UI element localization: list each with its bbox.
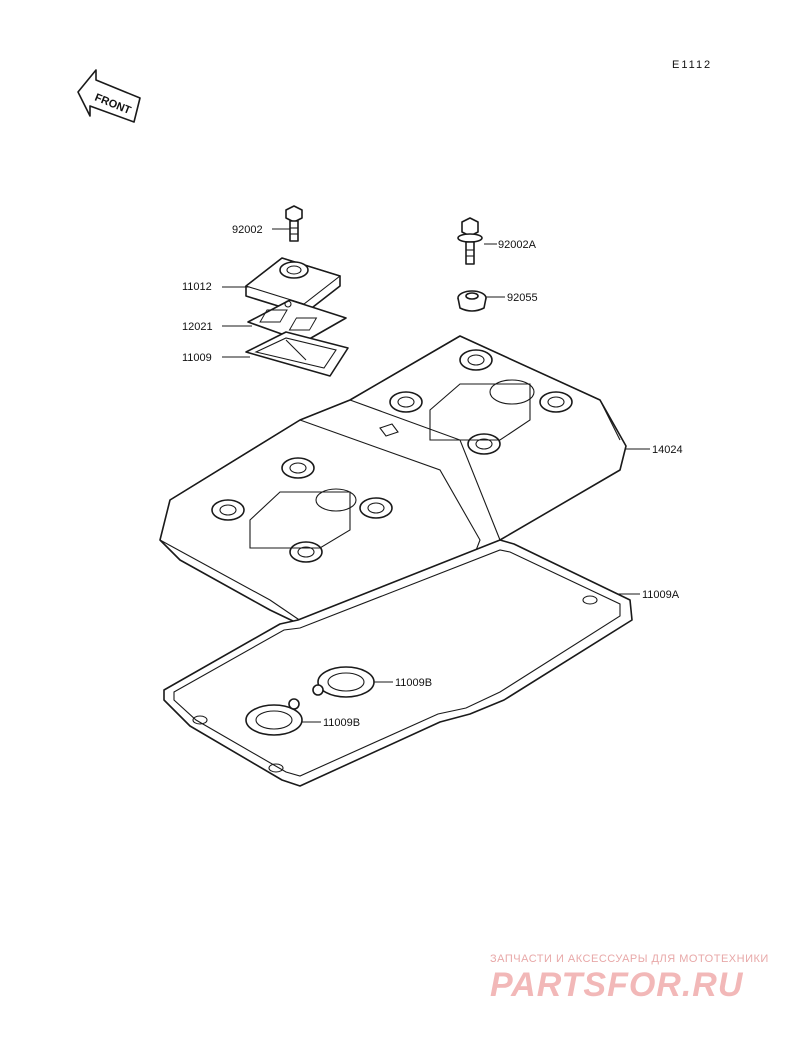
plug-seal-11009b-lower bbox=[245, 698, 303, 736]
part-number-label: 92002A bbox=[498, 239, 537, 251]
gasket-11009 bbox=[245, 331, 349, 377]
part-number-label: 14024 bbox=[652, 444, 683, 456]
part-number-label: 11009A bbox=[642, 589, 680, 601]
watermark-tagline: ЗАПЧАСТИ И АКСЕССУАРЫ ДЛЯ МОТОТЕХНИКИ bbox=[490, 953, 769, 965]
part-number-label: 11009 bbox=[182, 352, 212, 364]
part-number-label: 11009B bbox=[395, 677, 432, 689]
part-number-label: 11009B bbox=[323, 717, 360, 729]
breather-cover-11012 bbox=[244, 257, 342, 315]
part-number-label: 92002 bbox=[232, 224, 263, 236]
watermark-logo: PARTSFOR.RU bbox=[490, 966, 744, 1004]
leader-lines bbox=[222, 228, 650, 723]
cylinder-head-cover-14024 bbox=[159, 335, 627, 635]
bolt-92002 bbox=[285, 205, 303, 242]
part-number-label: 92055 bbox=[507, 292, 538, 304]
grommet-92055 bbox=[457, 290, 487, 312]
part-number-label: 11012 bbox=[182, 281, 212, 293]
front-arrow-icon: FRONT bbox=[77, 69, 141, 123]
bolt-92002a bbox=[457, 217, 483, 265]
part-number-label: 12021 bbox=[182, 321, 213, 333]
watermark: ЗАПЧАСТИ И АКСЕССУАРЫ ДЛЯ МОТОТЕХНИКИ PA… bbox=[490, 953, 769, 1004]
diagram-code: E1112 bbox=[672, 59, 712, 71]
